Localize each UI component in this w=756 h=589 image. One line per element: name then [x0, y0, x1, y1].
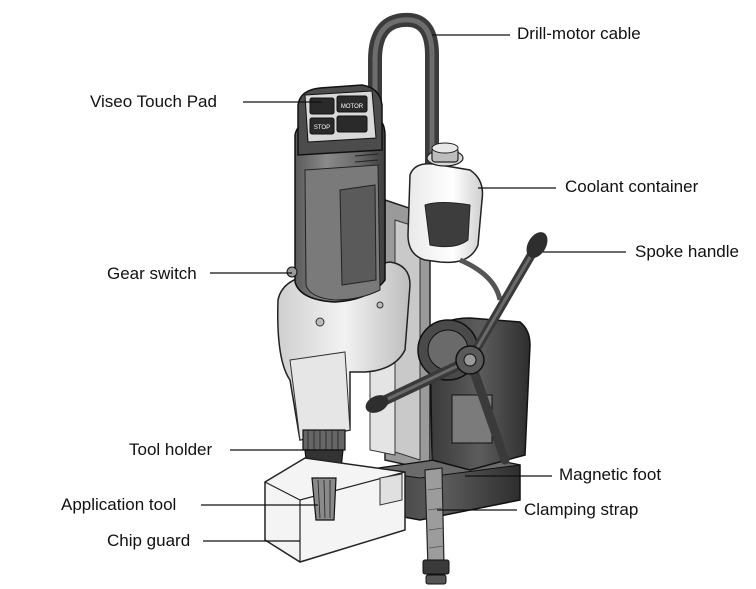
- coolant-container-shape: [407, 142, 503, 301]
- label-drill-motor-cable: Drill-motor cable: [517, 24, 641, 43]
- label-clamping-strap: Clamping strap: [524, 500, 639, 519]
- drill-body-shape: MOTOR STOP: [277, 84, 411, 441]
- label-magnetic-foot: Magnetic foot: [559, 465, 662, 484]
- label-viseo-touch-pad: Viseo Touch Pad: [90, 92, 217, 111]
- label-chip-guard: Chip guard: [107, 531, 191, 550]
- spoke-handle-shape: [365, 232, 548, 465]
- label-gear-switch: Gear switch: [107, 264, 197, 283]
- application-tool-shape: [311, 477, 337, 521]
- pad-button-top: MOTOR: [341, 104, 364, 110]
- label-tool-holder: Tool holder: [129, 440, 213, 459]
- label-coolant-container: Coolant container: [565, 177, 699, 196]
- label-application-tool: Application tool: [61, 495, 177, 514]
- clamping-strap-shape: [422, 467, 450, 585]
- pad-button-bottom: STOP: [314, 125, 330, 131]
- label-spoke-handle: Spoke handle: [635, 242, 739, 261]
- gearbox-shape: [417, 317, 531, 471]
